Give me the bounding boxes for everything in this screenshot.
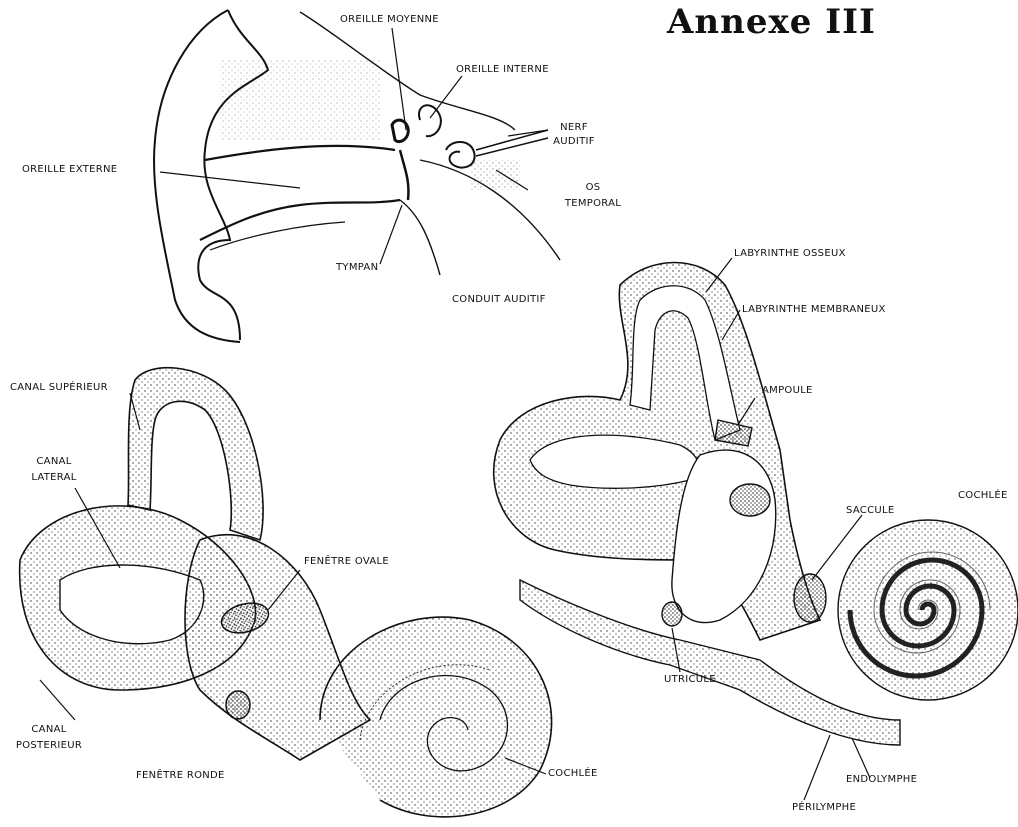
- label-tympan: TYMPAN: [336, 262, 378, 274]
- label-labyrinthe-osseux: LABYRINTHE OSSEUX: [734, 248, 846, 260]
- page-title: Annexe III: [667, 2, 876, 42]
- label-os-temporal-line1: OS: [560, 182, 626, 194]
- label-endolymphe: ENDOLYMPHE: [846, 774, 917, 786]
- label-saccule: SACCULE: [846, 505, 894, 517]
- label-canal-posterieur-line1: CANAL: [8, 724, 90, 736]
- bony-labyrinth-drawing: [20, 368, 552, 817]
- label-os-temporal-line2: TEMPORAL: [560, 198, 626, 210]
- label-fenetre-ovale: FENÊTRE OVALE: [304, 556, 389, 568]
- membranous-labyrinth-drawing: [494, 263, 1018, 746]
- label-ampoule: AMPOULE: [762, 385, 813, 397]
- label-fenetre-ronde: FENÊTRE RONDE: [136, 770, 225, 782]
- label-cochlee-left: COCHLÉE: [548, 768, 598, 780]
- label-cochlee-right: COCHLÉE: [958, 490, 1008, 502]
- label-nerf-auditif-line2: AUDITIF: [552, 136, 596, 148]
- label-canal-superieur: CANAL SUPÉRIEUR: [10, 382, 108, 394]
- label-conduit-auditif: CONDUIT AUDITIF: [452, 294, 546, 306]
- label-oreille-externe: OREILLE EXTERNE: [22, 164, 117, 176]
- label-canal-posterieur-line2: POSTERIEUR: [8, 740, 90, 752]
- label-canal-lateral-line1: CANAL: [22, 456, 86, 468]
- label-oreille-interne: OREILLE INTERNE: [456, 64, 549, 76]
- label-nerf-auditif-line1: NERF: [552, 122, 596, 134]
- label-canal-lateral-line2: LATERAL: [22, 472, 86, 484]
- label-perilymphe: PÉRILYMPHE: [792, 802, 856, 814]
- label-utricule: UTRICULE: [664, 674, 716, 686]
- label-labyrinthe-membraneux: LABYRINTHE MEMBRANEUX: [742, 304, 886, 316]
- label-oreille-moyenne: OREILLE MOYENNE: [340, 14, 439, 26]
